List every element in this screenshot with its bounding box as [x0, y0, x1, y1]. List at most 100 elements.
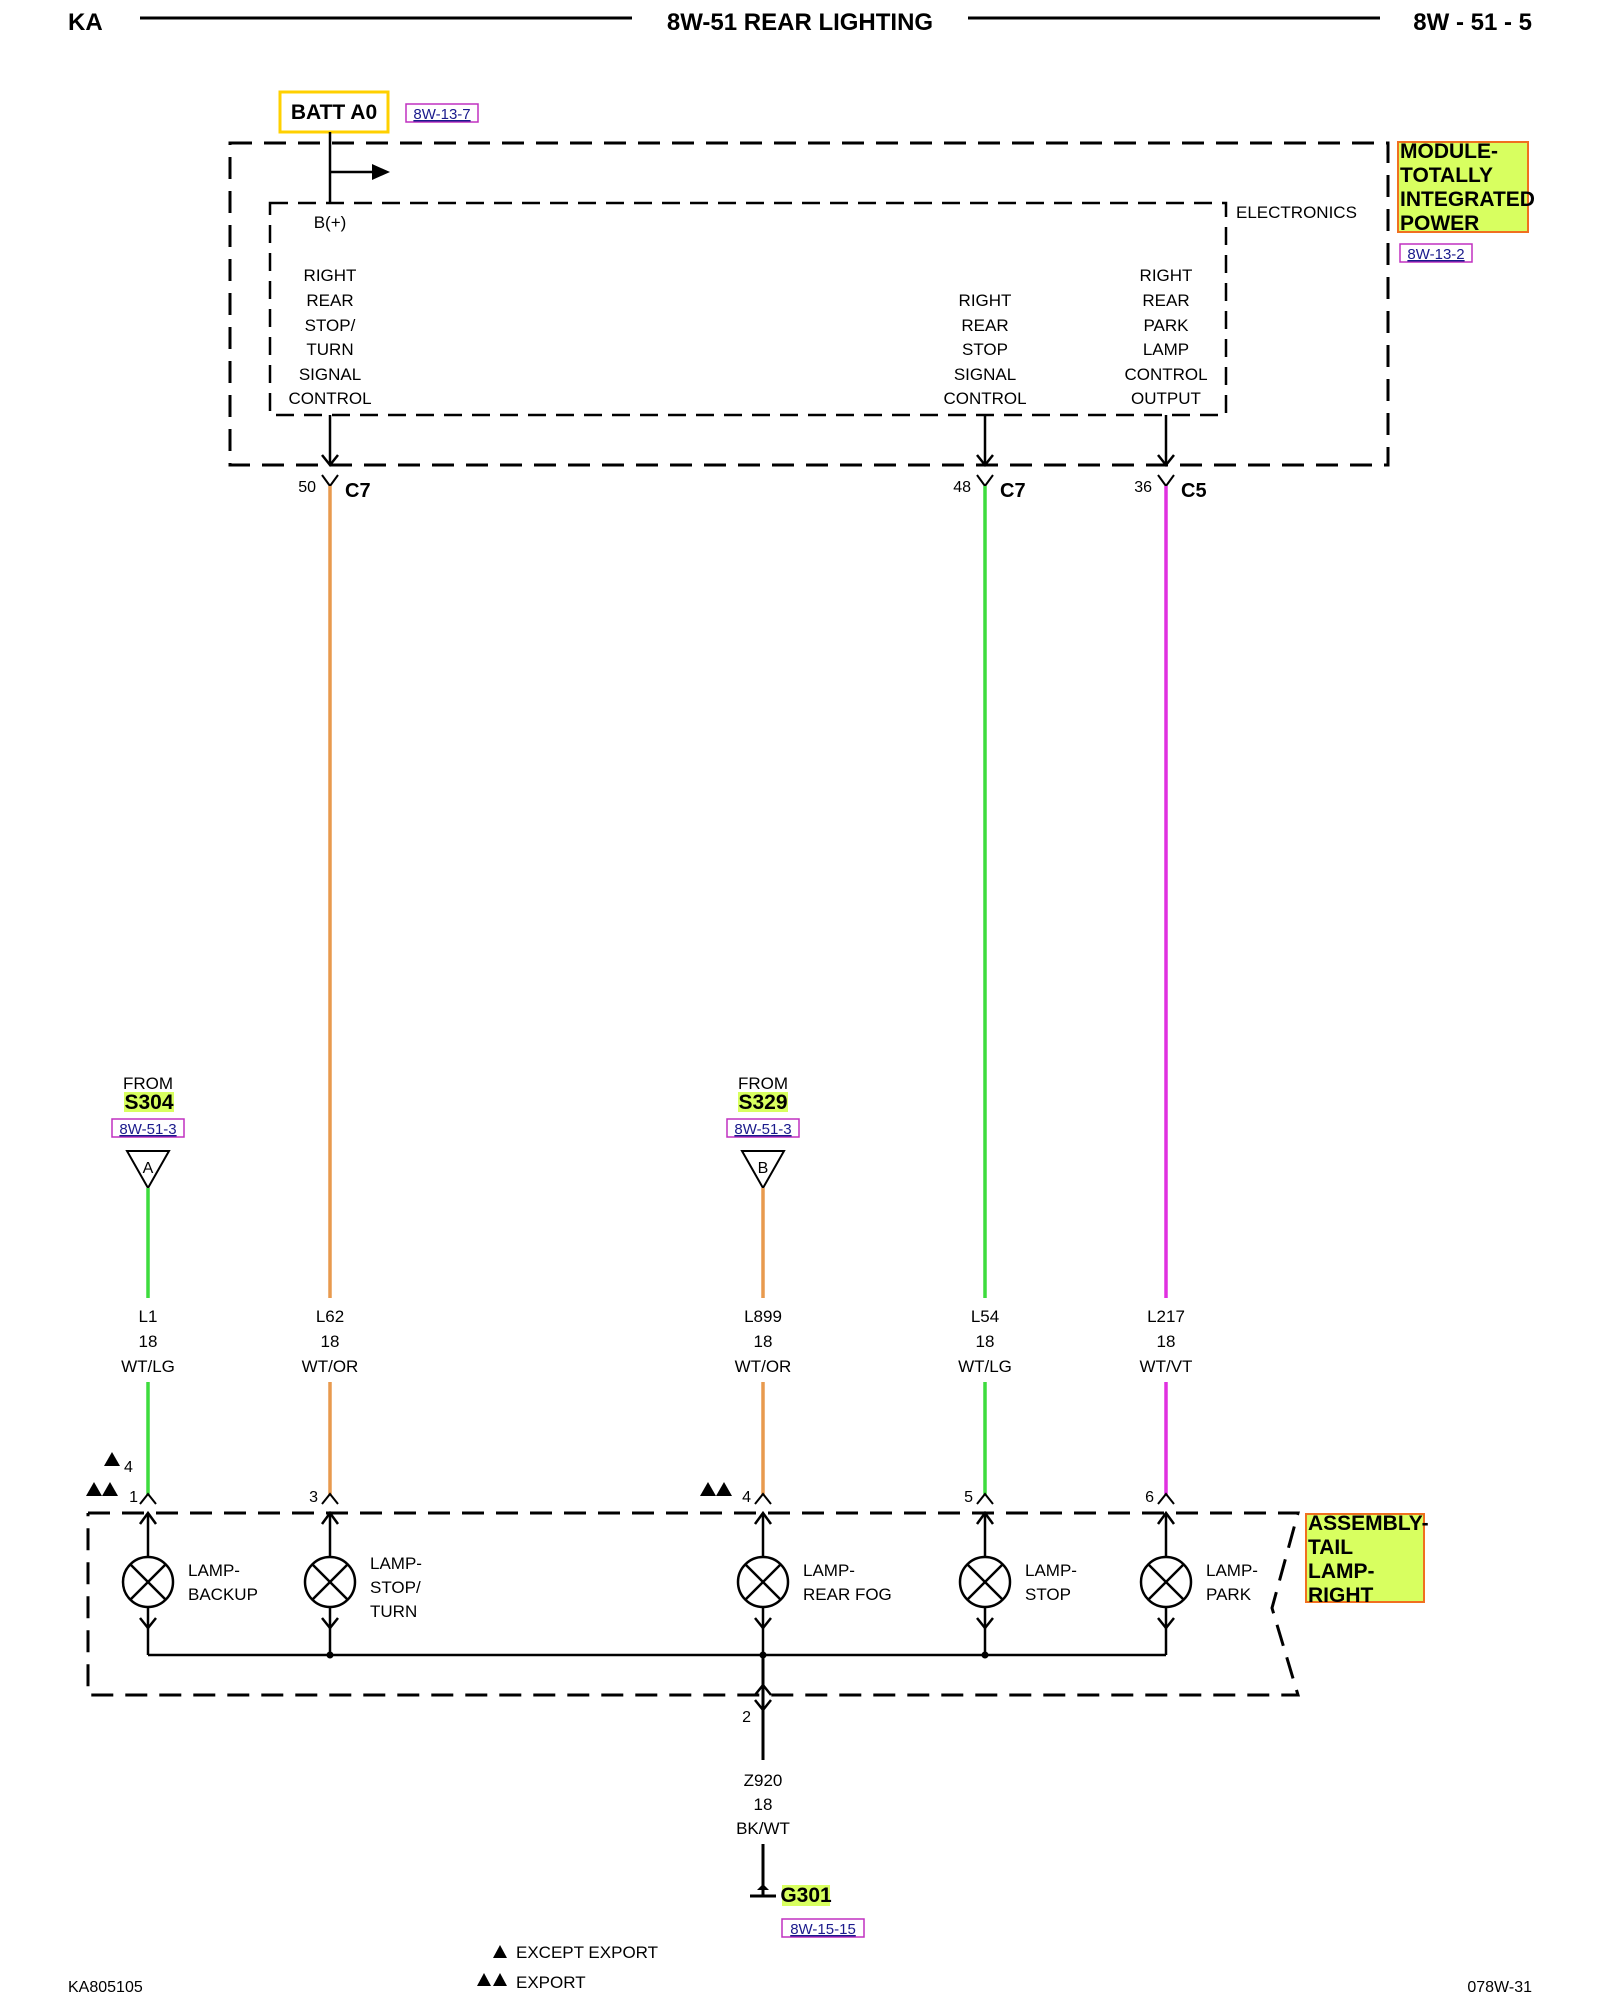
- lamp-label: BACKUP: [188, 1585, 258, 1604]
- wire-gauge: 18: [754, 1332, 773, 1351]
- connector-fork-icon: [321, 1617, 339, 1631]
- assembly-name-box: [1305, 1513, 1425, 1603]
- arrow-up-icon: [320, 1510, 340, 1525]
- electronics-outline: [268, 201, 1228, 417]
- lamp-label: STOP/: [370, 1578, 421, 1597]
- lamp-label: LAMP-: [1025, 1561, 1077, 1580]
- assembly-name-line: ASSEMBLY-: [1308, 1512, 1429, 1535]
- connector-id: C7: [345, 480, 371, 502]
- splice-from-label: FROM: [123, 1074, 173, 1093]
- connector-fork-icon: [976, 474, 994, 488]
- connector-fork-icon: [1157, 1617, 1175, 1631]
- export-marker-icon: [716, 1482, 732, 1496]
- wire-color: WT/OR: [735, 1357, 792, 1376]
- ctrl3-line: RIGHT: [1140, 266, 1193, 285]
- footer-right: 078W-31: [1467, 1979, 1532, 1996]
- arrow-up-icon: [753, 1510, 773, 1525]
- splice-ref-link[interactable]: 8W-51-3: [119, 1121, 176, 1138]
- arrow-up-icon: [1156, 1510, 1176, 1525]
- assembly-name-line: RIGHT: [1308, 1584, 1374, 1607]
- arrow-down-icon: [321, 454, 339, 468]
- export-marker-icon: [102, 1482, 118, 1496]
- except-export-marker-icon: [493, 1945, 507, 1958]
- module-outline: [228, 141, 1390, 467]
- batt-ref-link[interactable]: 8W-13-7: [413, 106, 470, 123]
- splice-dot-icon: [981, 1651, 989, 1659]
- wire-gauge: 18: [321, 1332, 340, 1351]
- connector-fork-icon: [1157, 474, 1175, 488]
- lamp-label: LAMP-: [803, 1561, 855, 1580]
- batt-ref-box[interactable]: [405, 103, 479, 123]
- lamp-label: PARK: [1206, 1585, 1252, 1604]
- footer-left: KA805105: [68, 1979, 143, 1996]
- module-name-line: INTEGRATED: [1400, 188, 1535, 211]
- export-marker-icon: [86, 1482, 102, 1496]
- connector-id: C7: [1000, 480, 1026, 502]
- arrow-up-icon: [138, 1510, 158, 1525]
- ctrl3-line: PARK: [1143, 316, 1189, 335]
- lamp-label: REAR FOG: [803, 1585, 892, 1604]
- lamp-filament: [129, 1563, 167, 1601]
- ground-ref-link[interactable]: 8W-15-15: [790, 1921, 856, 1938]
- module-ref-box[interactable]: [1399, 243, 1473, 263]
- arrow-up-icon: [975, 1510, 995, 1525]
- connector-fork-icon: [754, 1492, 772, 1505]
- splice-ref-box[interactable]: [111, 1118, 185, 1138]
- ctrl1-line: REAR: [306, 291, 353, 310]
- splice-name: S329: [738, 1091, 787, 1114]
- lamp-label: TURN: [370, 1602, 417, 1621]
- ctrl1-line: RIGHT: [304, 266, 357, 285]
- connector-fork-icon: [139, 1617, 157, 1631]
- splice-triangle-icon: [125, 1150, 171, 1191]
- assembly-pin: 1: [129, 1489, 138, 1506]
- connector-id: C5: [1181, 480, 1207, 502]
- connector-fork-icon: [976, 1617, 994, 1631]
- lamp-filament: [966, 1563, 1004, 1601]
- page-number: 8W - 51 - 5: [1413, 9, 1532, 36]
- alt-pin-number: 4: [124, 1459, 133, 1476]
- wire-color: WT/LG: [958, 1357, 1012, 1376]
- electronics-label: ELECTRONICS: [1236, 203, 1357, 222]
- ctrl2-line: CONTROL: [943, 389, 1026, 408]
- legend-except-export: EXCEPT EXPORT: [516, 1943, 658, 1962]
- ctrl2-line: SIGNAL: [954, 365, 1016, 384]
- ground-symbol-icon: [757, 1884, 769, 1890]
- splice-triangle-icon: [740, 1150, 786, 1191]
- splice-ref-link[interactable]: 8W-51-3: [734, 1121, 791, 1138]
- connector-fork-icon: [754, 1617, 772, 1631]
- lamp-filament: [1147, 1563, 1185, 1601]
- lamp-label: LAMP-: [1206, 1561, 1258, 1580]
- ctrl1-line: CONTROL: [288, 389, 371, 408]
- wire-circuit: L899: [744, 1307, 782, 1326]
- wire-circuit: L217: [1147, 1307, 1185, 1326]
- splice-ref-box[interactable]: [726, 1118, 800, 1138]
- ground-ref-box[interactable]: [781, 1918, 865, 1938]
- ground-gauge: 18: [754, 1795, 773, 1814]
- wire-gauge: 18: [1157, 1332, 1176, 1351]
- wire-gauge: 18: [976, 1332, 995, 1351]
- lamp-label: LAMP-: [370, 1554, 422, 1573]
- module-name-line: POWER: [1400, 212, 1479, 235]
- wire-circuit: L54: [971, 1307, 999, 1326]
- splice-name: S304: [124, 1091, 173, 1114]
- connector-fork-icon: [754, 1699, 772, 1713]
- module-ref-link[interactable]: 8W-13-2: [1407, 246, 1464, 263]
- ctrl1-line: TURN: [306, 340, 353, 359]
- ctrl2-line: STOP: [962, 340, 1008, 359]
- wire-circuit: L1: [139, 1307, 158, 1326]
- assembly-pin: 6: [1145, 1489, 1154, 1506]
- arrow-up-icon: [754, 1682, 772, 1696]
- ground-color: BK/WT: [736, 1819, 790, 1838]
- export-marker-icon: [477, 1973, 491, 1986]
- legend-export: EXPORT: [516, 1973, 586, 1992]
- batt-label: BATT A0: [291, 101, 377, 124]
- ground-circuit: Z920: [744, 1771, 783, 1790]
- ctrl3-line: CONTROL: [1124, 365, 1207, 384]
- connector-fork-icon: [321, 1492, 339, 1505]
- wire-color: WT/VT: [1140, 1357, 1193, 1376]
- assembly-name-line: TAIL: [1308, 1536, 1353, 1559]
- ground-name: G301: [780, 1884, 832, 1907]
- except-export-marker-icon: [104, 1452, 120, 1466]
- module-name-line: MODULE-: [1400, 140, 1498, 163]
